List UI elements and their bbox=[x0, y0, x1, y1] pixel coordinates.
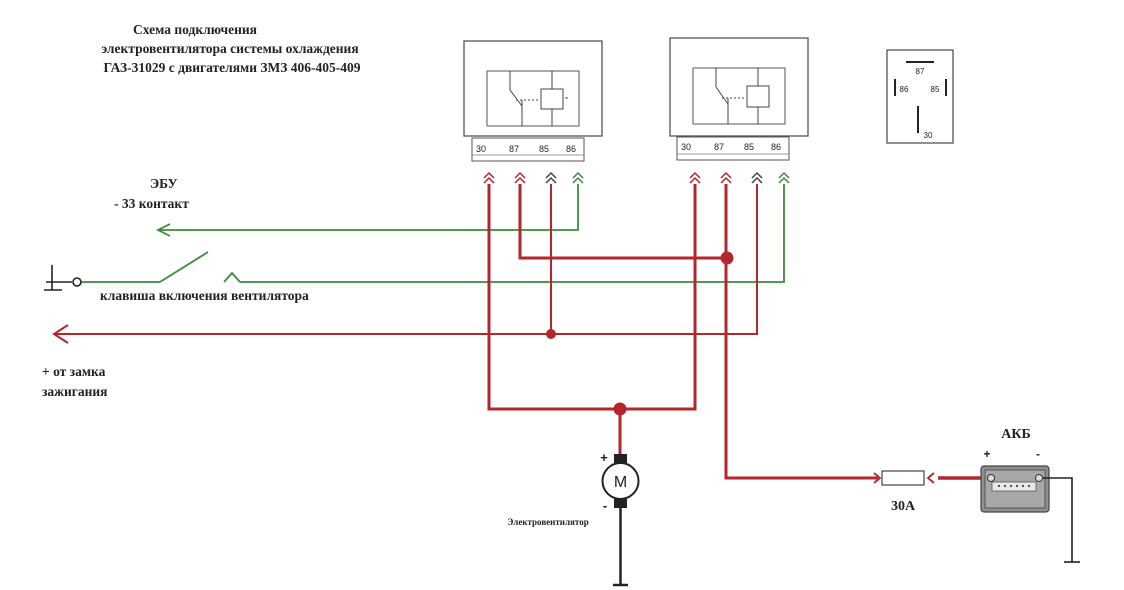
relay-2-internals bbox=[715, 68, 770, 124]
ecu-label: ЭБУ bbox=[150, 176, 178, 191]
ignition-label-line-1: + от замка bbox=[42, 364, 106, 379]
fan-motor: M + - Электровентилятор bbox=[507, 450, 640, 527]
relay-2-pin-86: 86 bbox=[771, 142, 781, 152]
relay-1-pin-86: 86 bbox=[566, 144, 576, 154]
motor-ground-wire bbox=[613, 508, 628, 587]
relay-2-pin-85: 85 bbox=[744, 142, 754, 152]
switch-wire bbox=[81, 184, 785, 283]
junction-dot bbox=[613, 402, 627, 416]
relay-pinout-legend: 87 86 85 30 bbox=[886, 49, 954, 144]
battery-plus-sign: + bbox=[983, 447, 990, 461]
relay-2-pin-30: 30 bbox=[681, 142, 691, 152]
diagram-title: Схема подключения электровентилятора сис… bbox=[101, 22, 360, 75]
ignition-label-line-2: зажигания bbox=[42, 384, 107, 399]
relay-1-inner bbox=[486, 70, 580, 127]
battery-label: АКБ bbox=[1001, 427, 1031, 442]
battery-minus-sign: - bbox=[1036, 447, 1040, 461]
ecu-wire bbox=[155, 184, 579, 237]
title-line-2: электровентилятора системы охлаждения bbox=[101, 41, 358, 56]
title-line-1: Схема подключения bbox=[133, 22, 257, 37]
motor-symbol-letter: M bbox=[614, 474, 627, 491]
relay-1: 30 87 85 86 bbox=[463, 40, 603, 162]
relay-1-internals bbox=[509, 71, 568, 126]
relay-1-pin-85: 85 bbox=[539, 144, 549, 154]
relay-2-pin-87: 87 bbox=[714, 142, 724, 152]
relay-2-inner bbox=[692, 67, 786, 125]
title-line-3: ГАЗ-31029 с двигателями ЗМЗ 406-405-409 bbox=[103, 60, 360, 75]
connector-chevrons bbox=[483, 171, 790, 184]
switch-ground-symbol bbox=[44, 265, 82, 291]
relay-87-link-wire bbox=[518, 184, 878, 480]
junction-dot bbox=[720, 251, 734, 265]
relay-2: 30 87 85 86 bbox=[669, 37, 809, 161]
ecu-contact-label: - 33 контакт bbox=[114, 196, 189, 211]
battery: АКБ + - bbox=[980, 427, 1050, 513]
junction-dot bbox=[546, 329, 556, 339]
battery-ground-wire bbox=[1043, 477, 1080, 563]
fuse-label: 30А bbox=[891, 499, 916, 514]
relay-1-box bbox=[463, 40, 603, 137]
legend-pin-86: 86 bbox=[900, 85, 909, 94]
switch-label: клавиша включения вентилятора bbox=[100, 288, 309, 303]
legend-pin-87: 87 bbox=[916, 67, 925, 76]
motor-label: Электровентилятор bbox=[507, 517, 588, 527]
motor-minus-sign: - bbox=[603, 498, 607, 513]
fan-power-wire bbox=[487, 184, 697, 454]
legend-pin-30: 30 bbox=[924, 131, 933, 140]
motor-plus-sign: + bbox=[600, 450, 608, 465]
relay-2-box bbox=[669, 37, 809, 137]
fuse: 30А bbox=[873, 470, 935, 514]
relay-1-pin-30: 30 bbox=[476, 144, 486, 154]
legend-pin-85: 85 bbox=[931, 85, 940, 94]
relay-1-pin-87: 87 bbox=[509, 144, 519, 154]
